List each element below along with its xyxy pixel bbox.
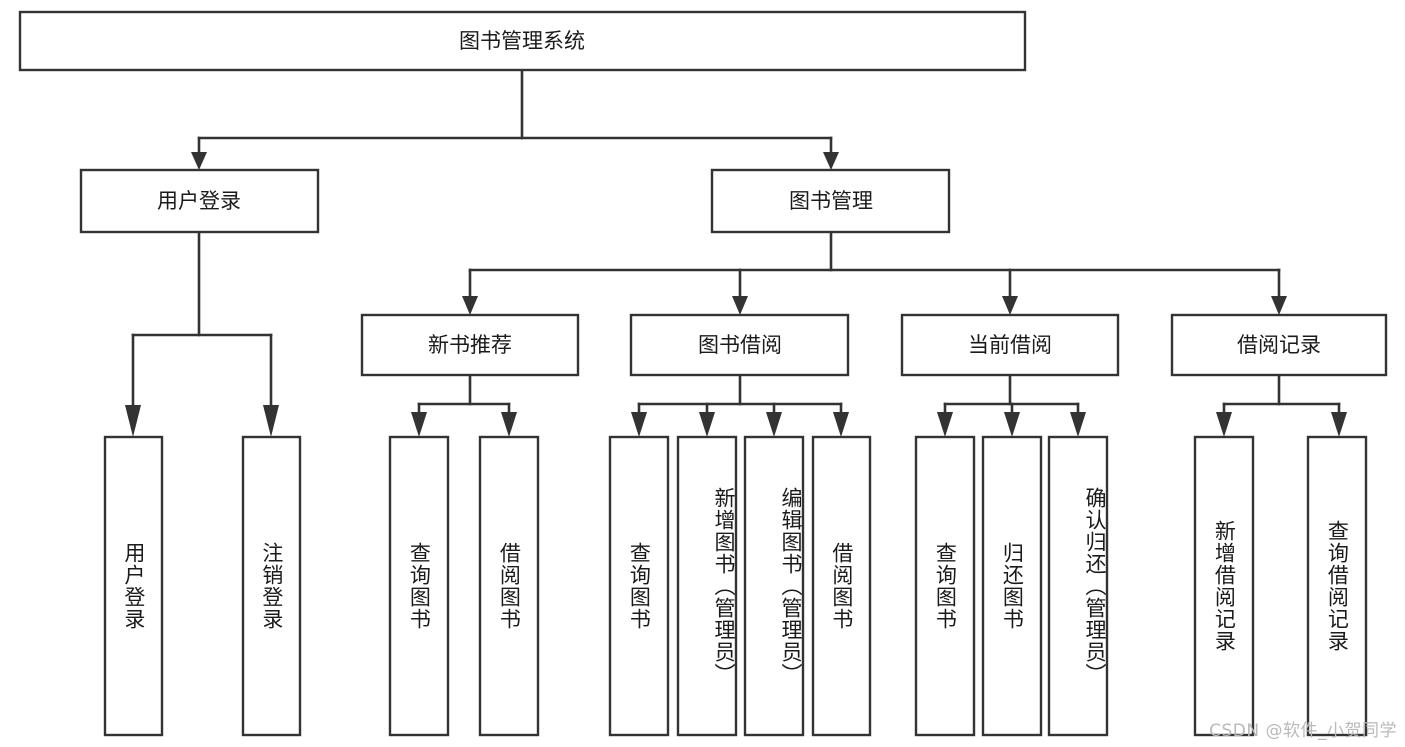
node-current-borrow[interactable]: 当前借阅 (900, 313, 1120, 377)
node-root-box[interactable] (18, 10, 1027, 72)
arrow-to-leaf-add-record (1216, 412, 1232, 437)
arrow-to-leaf-edit-book (766, 412, 782, 437)
leaf-box-query-book-3[interactable] (914, 435, 976, 737)
leaf-box-edit-book[interactable] (743, 435, 805, 737)
node-book-management-box[interactable] (710, 168, 951, 234)
leaf-box-return-book[interactable] (981, 435, 1043, 737)
leaf-box-query-book-1[interactable] (388, 435, 450, 737)
node-borrow-record-label: 借阅记录 (1237, 333, 1321, 357)
leaf-box-layer (103, 435, 1368, 737)
node-book-management-label: 图书管理 (789, 189, 873, 213)
arrow-to-leaf-user-logout (263, 405, 279, 437)
arrow-to-leaf-return-book (1004, 412, 1020, 437)
leaf-box-add-record[interactable] (1193, 435, 1255, 737)
arrow-to-leaf-query-book-2 (631, 412, 647, 437)
leaf-box-confirm-return[interactable] (1047, 435, 1109, 737)
node-book-borrow-box[interactable] (629, 313, 850, 377)
node-user-login-label: 用户登录 (157, 189, 241, 213)
node-root-label: 图书管理系统 (459, 29, 585, 53)
arrow-to-current-borrow (1002, 296, 1018, 315)
arrow-to-leaf-borrow-book-2 (833, 412, 849, 437)
leaf-box-query-record[interactable] (1306, 435, 1368, 737)
leaf-box-user-logout[interactable] (241, 435, 302, 737)
arrow-to-new-book-recommend (462, 296, 478, 315)
node-borrow-record-box[interactable] (1170, 313, 1388, 377)
node-book-borrow-label: 图书借阅 (698, 333, 782, 357)
leaf-box-query-book-2[interactable] (608, 435, 670, 737)
arrow-to-leaf-query-book-1 (411, 412, 427, 437)
node-book-borrow[interactable]: 图书借阅 (629, 313, 850, 377)
node-new-book-recommend-box[interactable] (360, 313, 580, 377)
arrow-to-user-login (191, 152, 207, 170)
arrow-to-leaf-add-book (699, 412, 715, 437)
arrow-to-leaf-query-record (1331, 412, 1347, 437)
node-borrow-record[interactable]: 借阅记录 (1170, 313, 1388, 377)
node-current-borrow-label: 当前借阅 (968, 333, 1052, 357)
node-new-book-recommend[interactable]: 新书推荐 (360, 313, 580, 377)
arrow-to-leaf-user-login (125, 405, 141, 437)
node-current-borrow-box[interactable] (900, 313, 1120, 377)
leaf-box-borrow-book-2[interactable] (811, 435, 872, 737)
arrow-to-leaf-query-book-3 (937, 412, 953, 437)
leaf-box-user-login[interactable] (103, 435, 164, 737)
leaf-box-borrow-book-1[interactable] (478, 435, 540, 737)
csdn-watermark: CSDN @软件_小贺同学 (1209, 721, 1397, 741)
node-user-login[interactable]: 用户登录 (79, 168, 320, 234)
arrow-to-leaf-confirm-return (1070, 412, 1086, 437)
node-root[interactable]: 图书管理系统 (18, 10, 1027, 72)
arrow-to-borrow-record (1271, 296, 1287, 315)
arrow-to-leaf-borrow-book-1 (501, 412, 517, 437)
arrow-to-book-borrow (732, 296, 748, 315)
connector-layer (125, 68, 1347, 437)
node-user-login-box[interactable] (79, 168, 320, 234)
leaf-box-add-book[interactable] (676, 435, 738, 737)
node-book-management[interactable]: 图书管理 (710, 168, 951, 234)
node-new-book-recommend-label: 新书推荐 (428, 333, 512, 357)
arrow-to-book-management (823, 152, 839, 170)
